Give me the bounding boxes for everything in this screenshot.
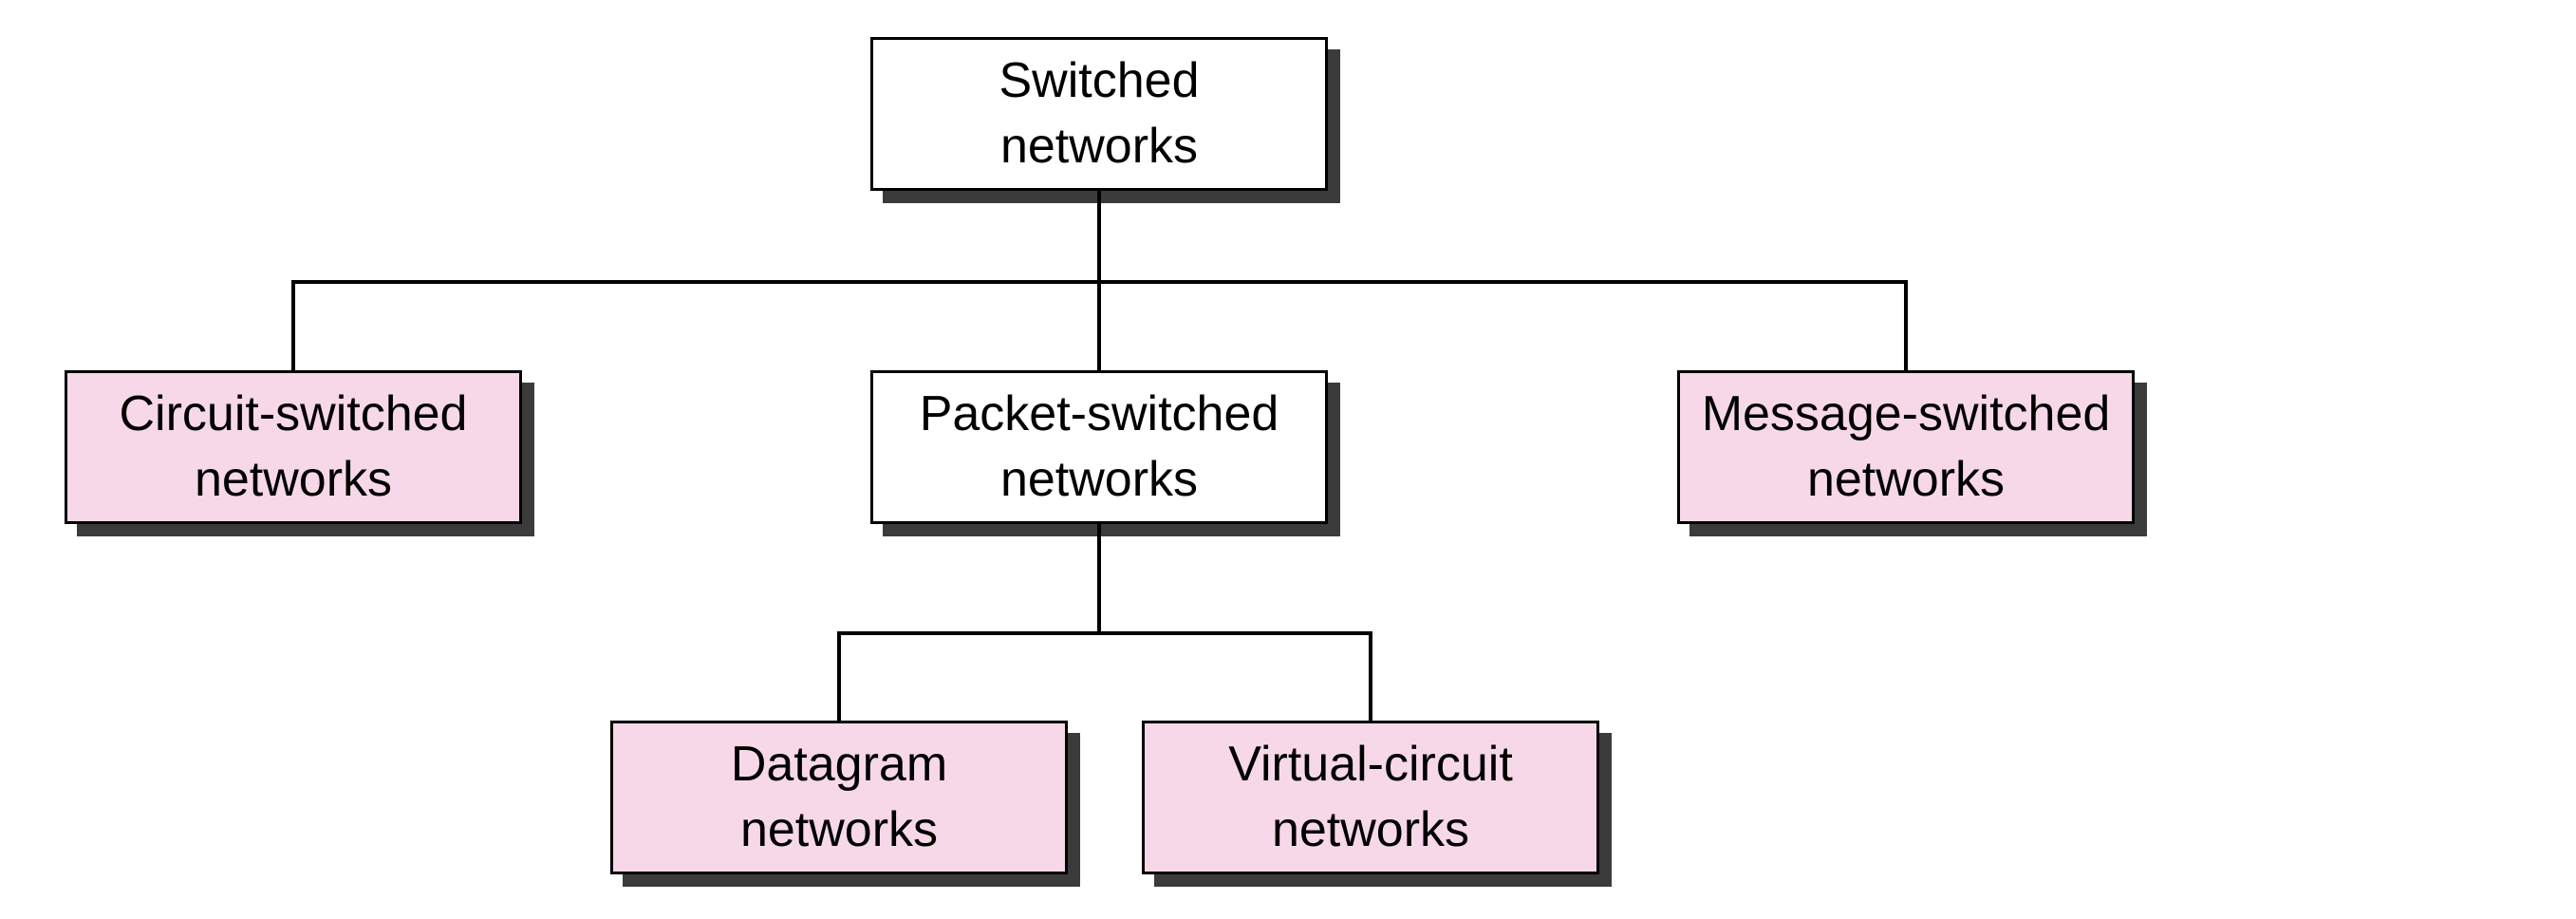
node-datagram-networks-label: Datagram networks bbox=[730, 737, 948, 857]
connector-packet-stem bbox=[1097, 522, 1101, 635]
connector-drop-datagram bbox=[837, 633, 841, 723]
connector-drop-message bbox=[1904, 282, 1908, 373]
connector-drop-virtual-circuit bbox=[1369, 633, 1372, 723]
node-virtual-circuit-networks: Virtual-circuit networks bbox=[1142, 721, 1599, 874]
connector-drop-packet bbox=[1097, 282, 1101, 373]
node-circuit-switched-networks-label: Circuit-switched networks bbox=[119, 386, 468, 507]
node-packet-switched-networks: Packet-switched networks bbox=[870, 370, 1328, 524]
node-virtual-circuit-networks-label: Virtual-circuit networks bbox=[1228, 737, 1513, 857]
node-message-switched-networks-label: Message-switched networks bbox=[1701, 386, 2111, 507]
node-switched-networks: Switched networks bbox=[870, 37, 1328, 191]
node-message-switched-networks: Message-switched networks bbox=[1677, 370, 2135, 524]
connector-root-stem bbox=[1097, 191, 1101, 284]
connector-level3-rail bbox=[837, 631, 1372, 635]
node-datagram-networks: Datagram networks bbox=[610, 721, 1068, 874]
node-switched-networks-label: Switched networks bbox=[999, 53, 1200, 174]
connector-drop-circuit bbox=[291, 282, 295, 373]
node-packet-switched-networks-label: Packet-switched networks bbox=[919, 386, 1279, 507]
node-circuit-switched-networks: Circuit-switched networks bbox=[65, 370, 522, 524]
